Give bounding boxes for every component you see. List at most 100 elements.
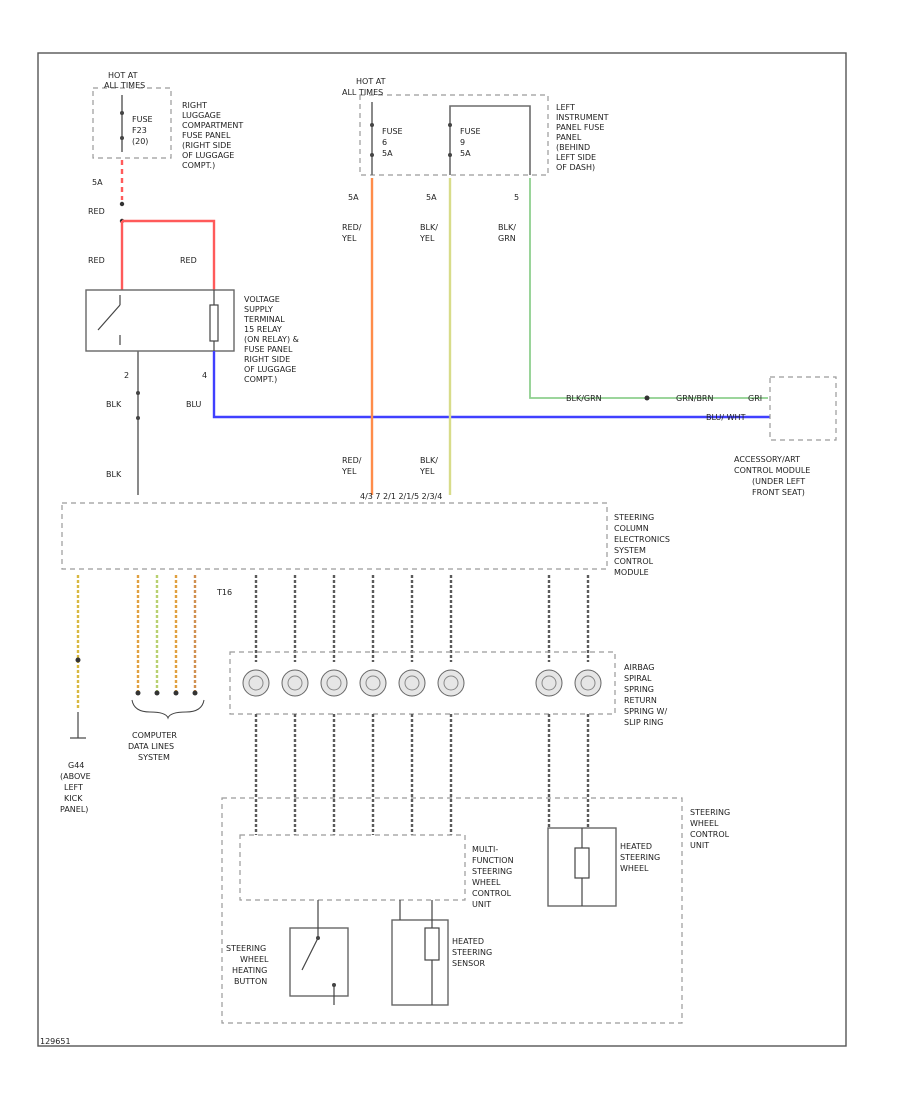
fuse2-desc-4: PANEL	[556, 133, 582, 142]
computer-data-lines: COMPUTER DATA LINES SYSTEM	[128, 575, 205, 762]
relay-blk-label-a: BLK	[106, 400, 122, 409]
fuse-panel-right-luggage: HOT AT ALL TIMES FUSE F23 (20) RIGHT LUG…	[92, 71, 243, 170]
sensor-desc-3: SENSOR	[452, 959, 485, 968]
fuse1-desc-7: COMPT.)	[182, 161, 215, 170]
red-yel-bot-2: YEL	[341, 467, 357, 476]
accessory-control-module: ACCESSORY/ART CONTROL MODULE (UNDER LEFT…	[734, 376, 837, 497]
relay-outputs: 2 4 BLK BLK BLU	[106, 351, 770, 495]
relay-desc-4: 15 RELAY	[244, 325, 282, 334]
w1-red-label-c: RED	[180, 256, 197, 265]
button-desc-4: BUTTON	[234, 977, 267, 986]
relay-pin-4: 4	[202, 371, 207, 380]
spiral-ring-4	[359, 669, 387, 697]
mf-desc-4: WHEEL	[472, 878, 501, 887]
button-desc-3: HEATING	[232, 966, 267, 975]
spiral-ring-2	[281, 669, 309, 697]
heated-wheel-desc-1: HEATED	[620, 842, 652, 851]
blk-yel-top-2: YEL	[419, 234, 435, 243]
accessory-desc-4: FRONT SEAT)	[752, 488, 805, 497]
red-yel-bot-1: RED/	[342, 456, 362, 465]
spiral-desc-3: SPRING	[624, 685, 654, 694]
multifunction-control-unit: MULTI- FUNCTION STEERING WHEEL CONTROL U…	[239, 834, 514, 909]
airbag-spiral-spring: AIRBAG SPIRAL SPRING RETURN SPRING W/ SL…	[229, 651, 667, 727]
ground-desc-5: PANEL)	[60, 805, 88, 814]
fuse2-desc-3: PANEL FUSE	[556, 123, 604, 132]
relay-desc-8: OF LUGGAGE	[244, 365, 296, 374]
size-c: 5	[514, 193, 519, 202]
accessory-desc-1: ACCESSORY/ART	[734, 455, 800, 464]
relay-desc-5: (ON RELAY) &	[244, 335, 299, 344]
relay-desc-6: FUSE PANEL	[244, 345, 293, 354]
blk-grn-top-2: GRN	[498, 234, 516, 243]
fuse-panel-left-instrument: HOT AT ALL TIMES FUSE 6 5A FUSE 9 5A LEF…	[342, 77, 609, 176]
fuse2-hot-at-line2: ALL TIMES	[342, 88, 383, 97]
ground-desc-1: G44	[68, 761, 84, 770]
heated-wheel-desc-2: STEERING	[620, 853, 660, 862]
spiral-ring-8	[574, 669, 602, 697]
steering-module-top-pins: 4/3 7 2/1 2/1/5 2/3/4	[360, 492, 442, 501]
button-desc-2: WHEEL	[240, 955, 269, 964]
steering-wheel-control-unit: STEERING WHEEL CONTROL UNIT	[221, 797, 730, 1024]
red-yel-top-1: RED/	[342, 223, 362, 232]
fuse2a-number: 6	[382, 138, 387, 147]
relay-desc-7: RIGHT SIDE	[244, 355, 290, 364]
fuse1-desc-3: COMPARTMENT	[182, 121, 243, 130]
fuse2-hot-at-line1: HOT AT	[356, 77, 386, 86]
relay-desc-1: VOLTAGE	[244, 295, 280, 304]
steering-column-module: 4/3 7 2/1 2/1/5 2/3/4 STEERING COLUMN EL…	[61, 492, 670, 597]
heated-wheel-desc-3: WHEEL	[620, 864, 649, 873]
fuse2-desc-2: INSTRUMENT	[556, 113, 609, 122]
button-desc-1: STEERING	[226, 944, 266, 953]
steering-module-desc-3: ELECTRONICS	[614, 535, 670, 544]
fuse2-desc-5: (BEHIND	[556, 143, 590, 152]
fuse2b-number: 9	[460, 138, 465, 147]
red-yel-top-2: YEL	[341, 234, 357, 243]
accessory-desc-2: CONTROL MODULE	[734, 466, 810, 475]
module-to-spiral-wires	[254, 575, 590, 662]
ground-desc-3: LEFT	[64, 783, 83, 792]
spiral-desc-2: SPIRAL	[624, 674, 652, 683]
blk-grn-h2: GRN/BRN	[676, 394, 713, 403]
spiral-ring-5	[398, 669, 426, 697]
sw-unit-desc-4: UNIT	[690, 841, 709, 850]
w1-red-label-a: RED	[88, 207, 105, 216]
sw-unit-desc-2: WHEEL	[690, 819, 719, 828]
fuse2-desc-7: OF DASH)	[556, 163, 595, 172]
fuse1-desc-2: LUGGAGE	[182, 111, 221, 120]
fuse1-rating: (20)	[132, 137, 148, 146]
sw-unit-desc-1: STEERING	[690, 808, 730, 817]
diagram-border	[37, 52, 847, 1047]
ground-wire: G44 (ABOVE LEFT KICK PANEL)	[60, 575, 91, 814]
data-lines-desc-1: COMPUTER	[132, 731, 177, 740]
relay-desc-3: TERMINAL	[243, 315, 285, 324]
data-lines-desc-3: SYSTEM	[138, 753, 170, 762]
sensor-desc-1: HEATED	[452, 937, 484, 946]
data-lines-desc-2: DATA LINES	[128, 742, 174, 751]
mf-desc-2: FUNCTION	[472, 856, 514, 865]
relay-voltage-supply: VOLTAGE SUPPLY TERMINAL 15 RELAY (ON REL…	[85, 289, 299, 384]
fuse1-label: FUSE	[132, 115, 153, 124]
fuse2-outputs: 5A 5A 5 RED/ YEL BLK/ YEL BLK/ GRN BLK/G…	[341, 178, 768, 495]
steering-module-desc-6: MODULE	[614, 568, 649, 577]
blk-yel-bot-1: BLK/	[420, 456, 438, 465]
ground-desc-2: (ABOVE	[60, 772, 91, 781]
fuse1-desc-1: RIGHT	[182, 101, 207, 110]
fuse1-desc-4: FUSE PANEL	[182, 131, 231, 140]
fuse2a-rating: 5A	[382, 149, 393, 158]
fuse2b-rating: 5A	[460, 149, 471, 158]
steering-module-pin: T16	[216, 588, 232, 597]
fuse2b-label: FUSE	[460, 127, 481, 136]
heated-steering-wheel: HEATED STEERING WHEEL	[547, 827, 660, 907]
spiral-desc-4: RETURN	[624, 696, 657, 705]
figure-id: 129651	[40, 1037, 71, 1046]
spiral-ring-3	[320, 669, 348, 697]
spiral-ring-7	[535, 669, 563, 697]
fuse1-desc-6: OF LUGGAGE	[182, 151, 234, 160]
relay-desc-2: SUPPLY	[244, 305, 273, 314]
sensor-desc-2: STEERING	[452, 948, 492, 957]
steering-module-desc-4: SYSTEM	[614, 546, 646, 555]
w1-red-label-b: RED	[88, 256, 105, 265]
fuse2-desc-6: LEFT SIDE	[556, 153, 596, 162]
fuse1-hot-at-line2: ALL TIMES	[104, 81, 145, 90]
